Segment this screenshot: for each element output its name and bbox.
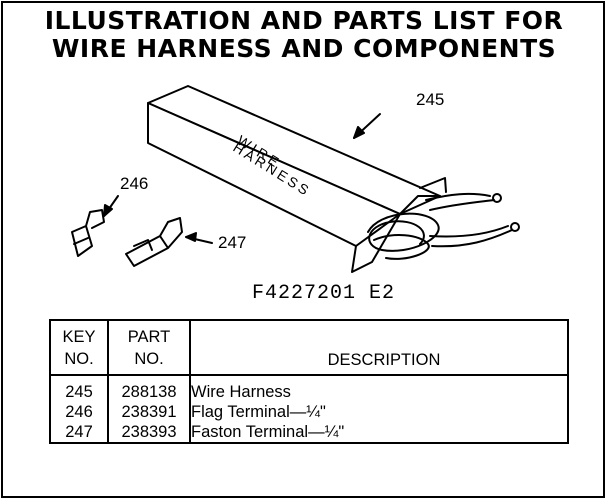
table-body-row: 245 246 247 288138 238391 238393 Wire Ha… [49, 374, 569, 444]
table-cell-description: Flag Terminal—¼" [191, 403, 326, 421]
table-cell-part: 238393 [121, 423, 177, 441]
table-cell-key: 247 [65, 423, 93, 441]
table-cell-description: Faston Terminal—¼" [191, 423, 345, 441]
box-flap-side [419, 177, 447, 193]
callout-247: 247 [218, 233, 247, 252]
table-cell-description: Wire Harness [191, 383, 291, 401]
title-line-2: WIRE HARNESS AND COMPONENTS [51, 34, 557, 63]
table-cell-key: 245 [65, 383, 93, 401]
table-cell-part: 238391 [121, 403, 177, 421]
box-flap [351, 213, 401, 273]
figure-number: F4227201 E2 [252, 282, 396, 305]
wire-lead-1b [429, 199, 495, 211]
callout-246: 246 [120, 174, 149, 193]
description-column: Wire Harness Flag Terminal—¼" Faston Ter… [189, 374, 569, 444]
wire-lead-2 [429, 225, 509, 238]
table-cell-key: 246 [65, 403, 93, 421]
flag-terminal [71, 209, 105, 257]
ring-terminal-2 [510, 222, 520, 232]
box-flap-top [399, 195, 441, 215]
wire-coil-2 [373, 234, 430, 260]
table-header-row: KEY NO. PART NO. DESCRIPTION [49, 319, 569, 376]
table-cell-part: 288138 [121, 383, 177, 401]
header-key-no: KEY NO. [49, 319, 109, 376]
parts-table: KEY NO. PART NO. DESCRIPTION 245 246 247… [49, 319, 569, 444]
faston-terminal [125, 217, 183, 267]
header-part-no: PART NO. [107, 319, 191, 376]
ring-terminal-1 [492, 193, 502, 203]
title-line-1: ILLUSTRATION AND PARTS LIST FOR [44, 6, 564, 35]
header-description: DESCRIPTION [189, 319, 569, 376]
wire-lead-2b [431, 229, 513, 248]
wire-lead-1 [425, 192, 491, 201]
key-column: 245 246 247 [49, 374, 109, 444]
part-column: 288138 238391 238393 [107, 374, 191, 444]
wire-coil [367, 212, 440, 252]
wire-harness-illustration: WIRE HARNESS [71, 85, 520, 273]
callout-245: 245 [416, 90, 445, 109]
